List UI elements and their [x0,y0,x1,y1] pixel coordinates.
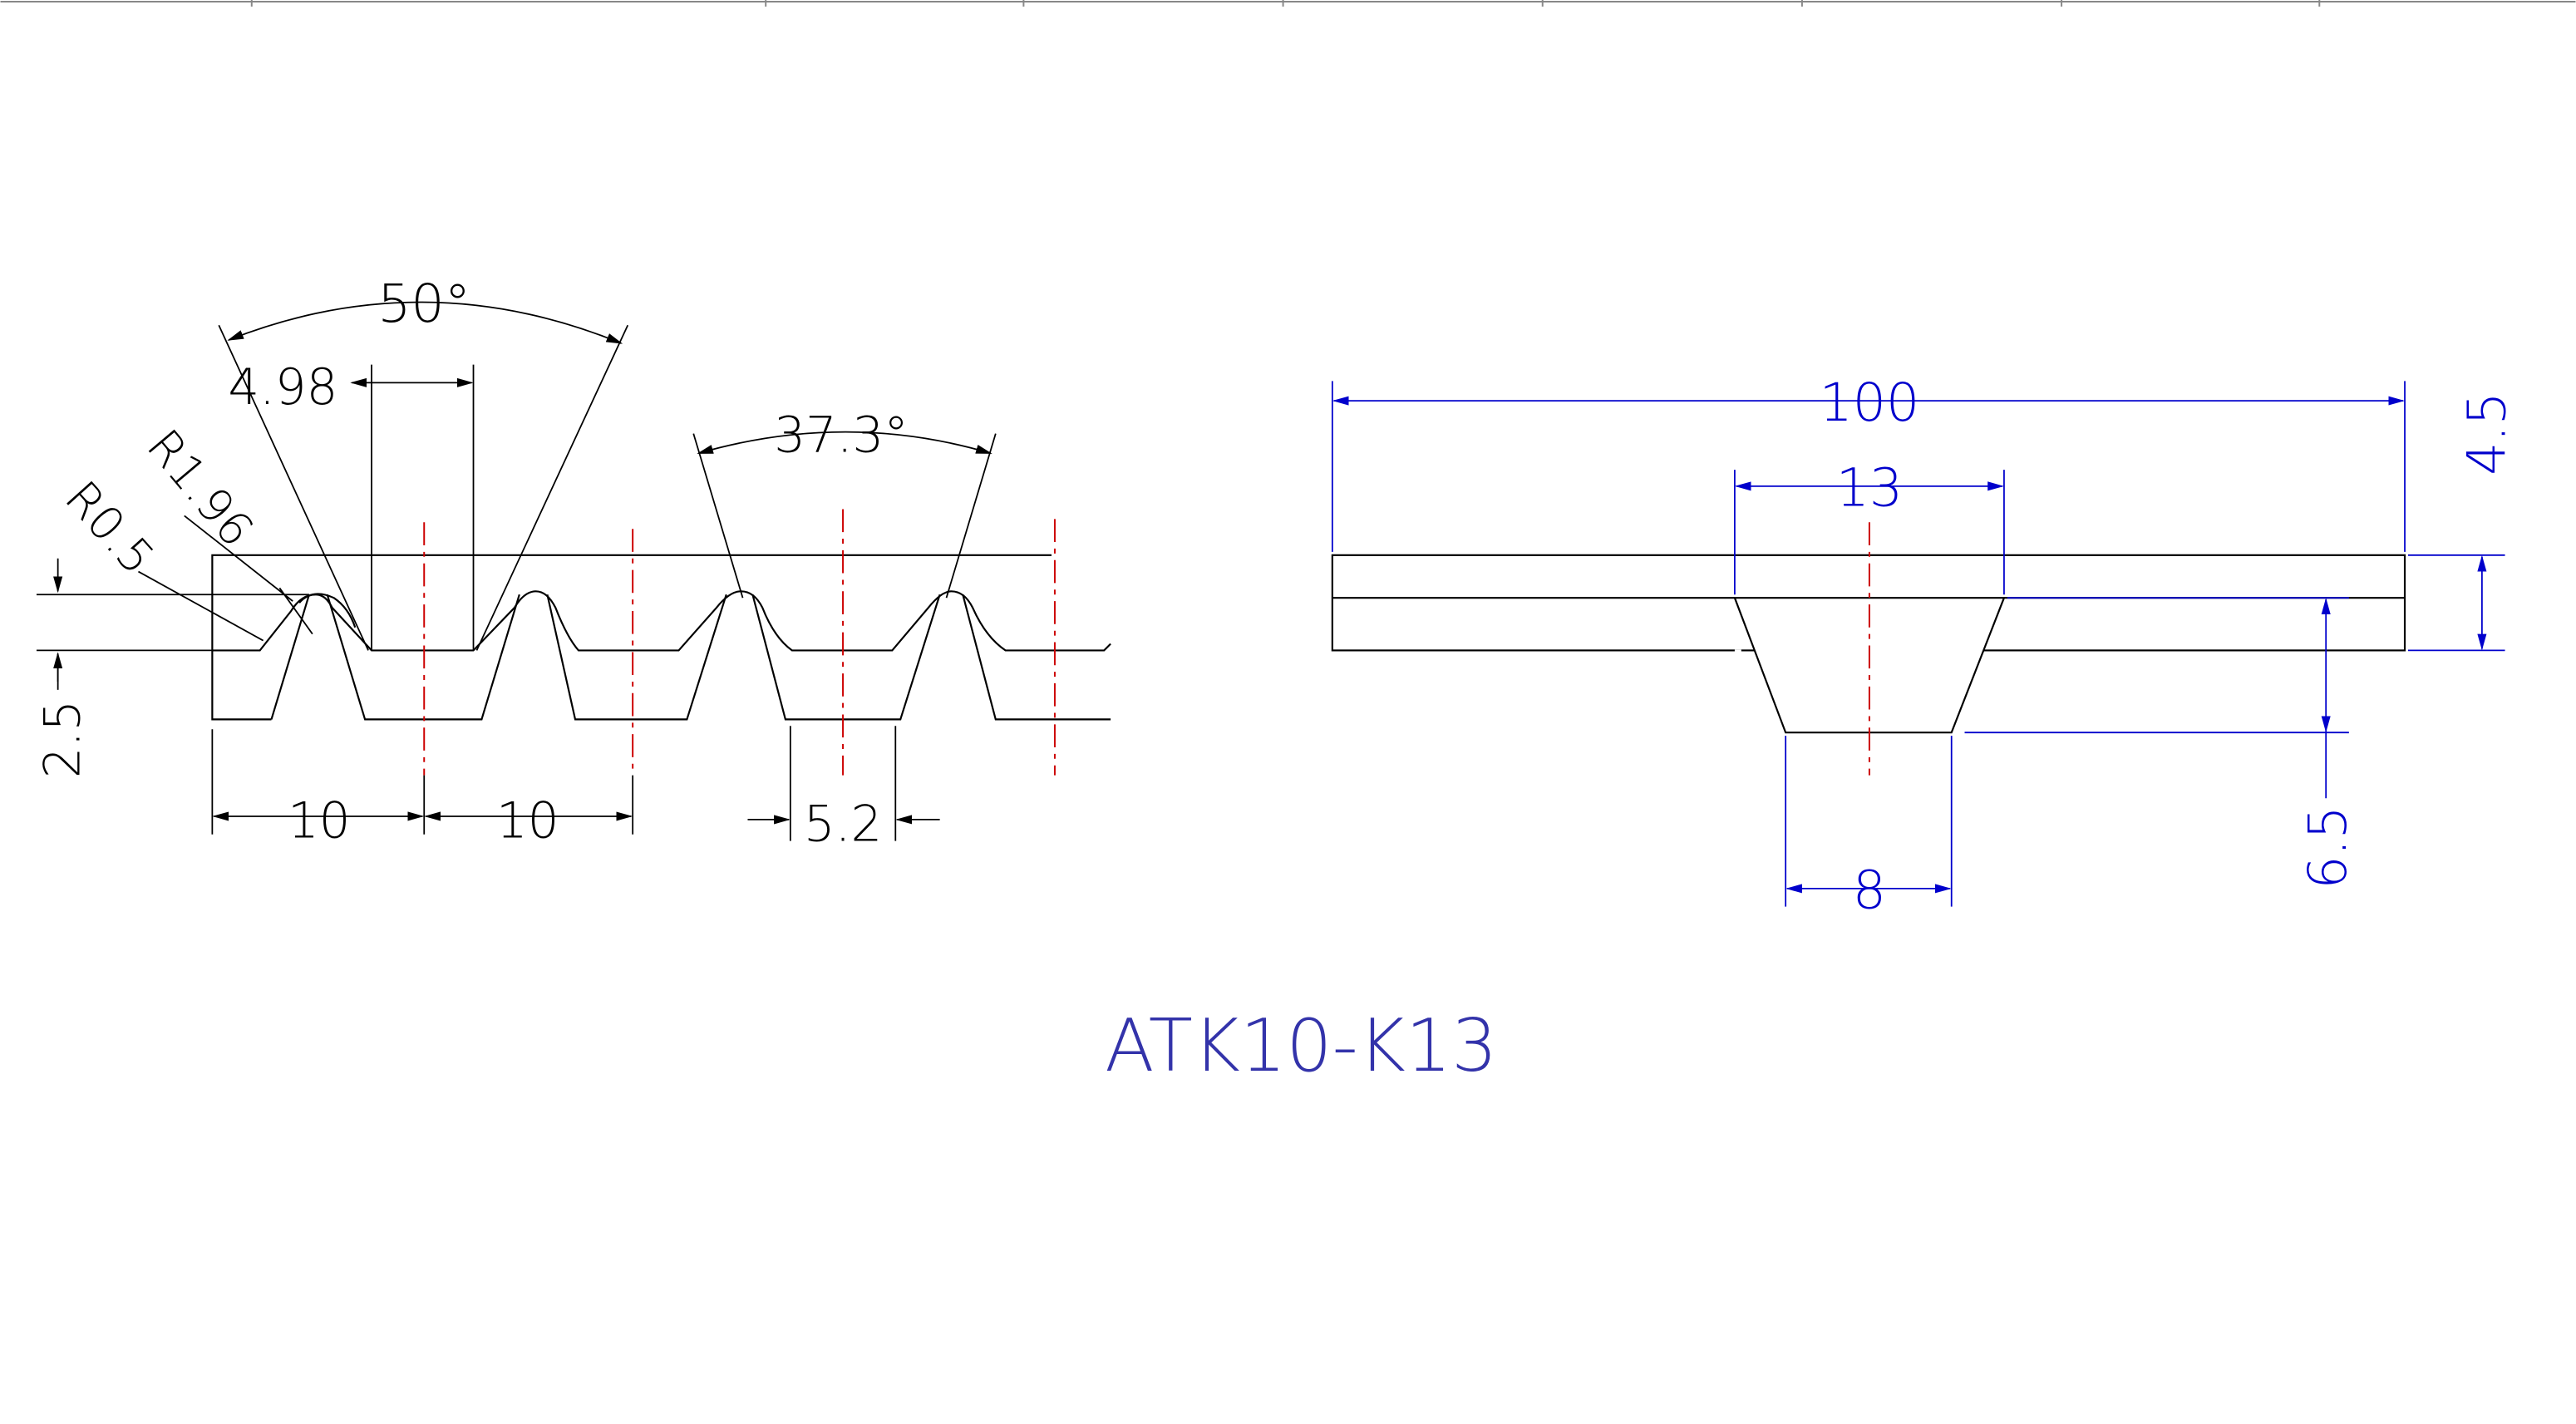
left-dimensions [53,301,997,841]
tooth-cores [270,594,1111,721]
dim-4-98: 4.98 [228,358,337,416]
dim-width-100: 100 [1820,372,1920,433]
dim-height-6-5: 6.5 [2297,806,2358,889]
dim-pitch-10-a: 10 [288,792,350,850]
right-dimensions [1331,381,2505,907]
dim-r1-96: R1.96 [136,420,264,557]
belt-back-outline [211,554,1052,721]
dim-r0-5: R0.5 [54,471,164,585]
dim-2-5: 2.5 [33,700,91,778]
dim-angle-37-3: 37.3° [774,406,909,463]
right-dimension-texts: 100 13 8 4.5 6.5 [1820,372,2518,921]
dim-angle-50: 50° [377,273,470,334]
drawing-title: ATK10-K13 [1105,1003,1497,1088]
sheet-frame [0,0,2576,7]
belt-profile-view [36,554,1111,721]
dim-pitch-10-b: 10 [496,792,559,850]
left-dimension-texts: 50° 4.98 37.3° R1.96 R0.5 2.5 10 10 5.2 [33,273,909,852]
dim-height-4-5: 4.5 [2456,392,2518,475]
dim-5-2: 5.2 [804,796,882,853]
dim-width-13: 13 [1836,457,1903,519]
dim-width-8: 8 [1853,860,1886,921]
center-lines-left [423,509,1056,776]
fillet-detail [298,593,357,628]
